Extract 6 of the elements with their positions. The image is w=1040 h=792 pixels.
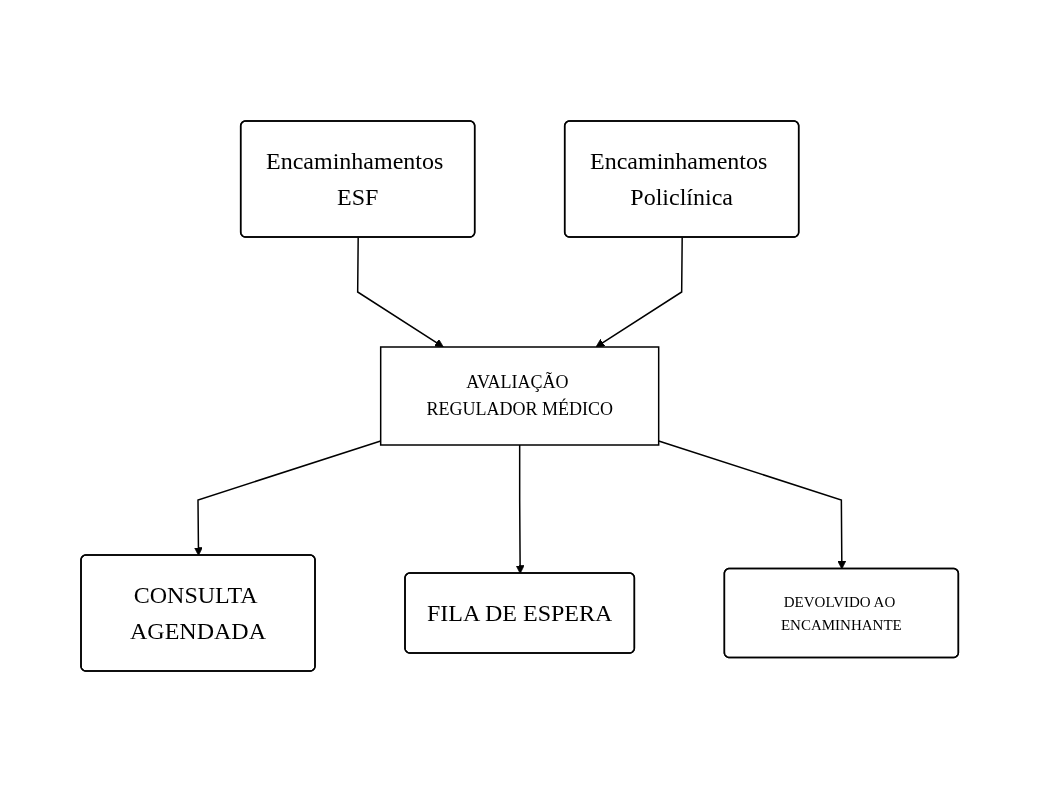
arrow [658, 440, 847, 570]
arrow [194, 440, 382, 556]
node-box: AVALIAÇÃO REGULADOR MÉDICO [380, 346, 660, 446]
arrow [516, 444, 525, 574]
arrow [357, 236, 445, 348]
arrow [595, 236, 684, 348]
